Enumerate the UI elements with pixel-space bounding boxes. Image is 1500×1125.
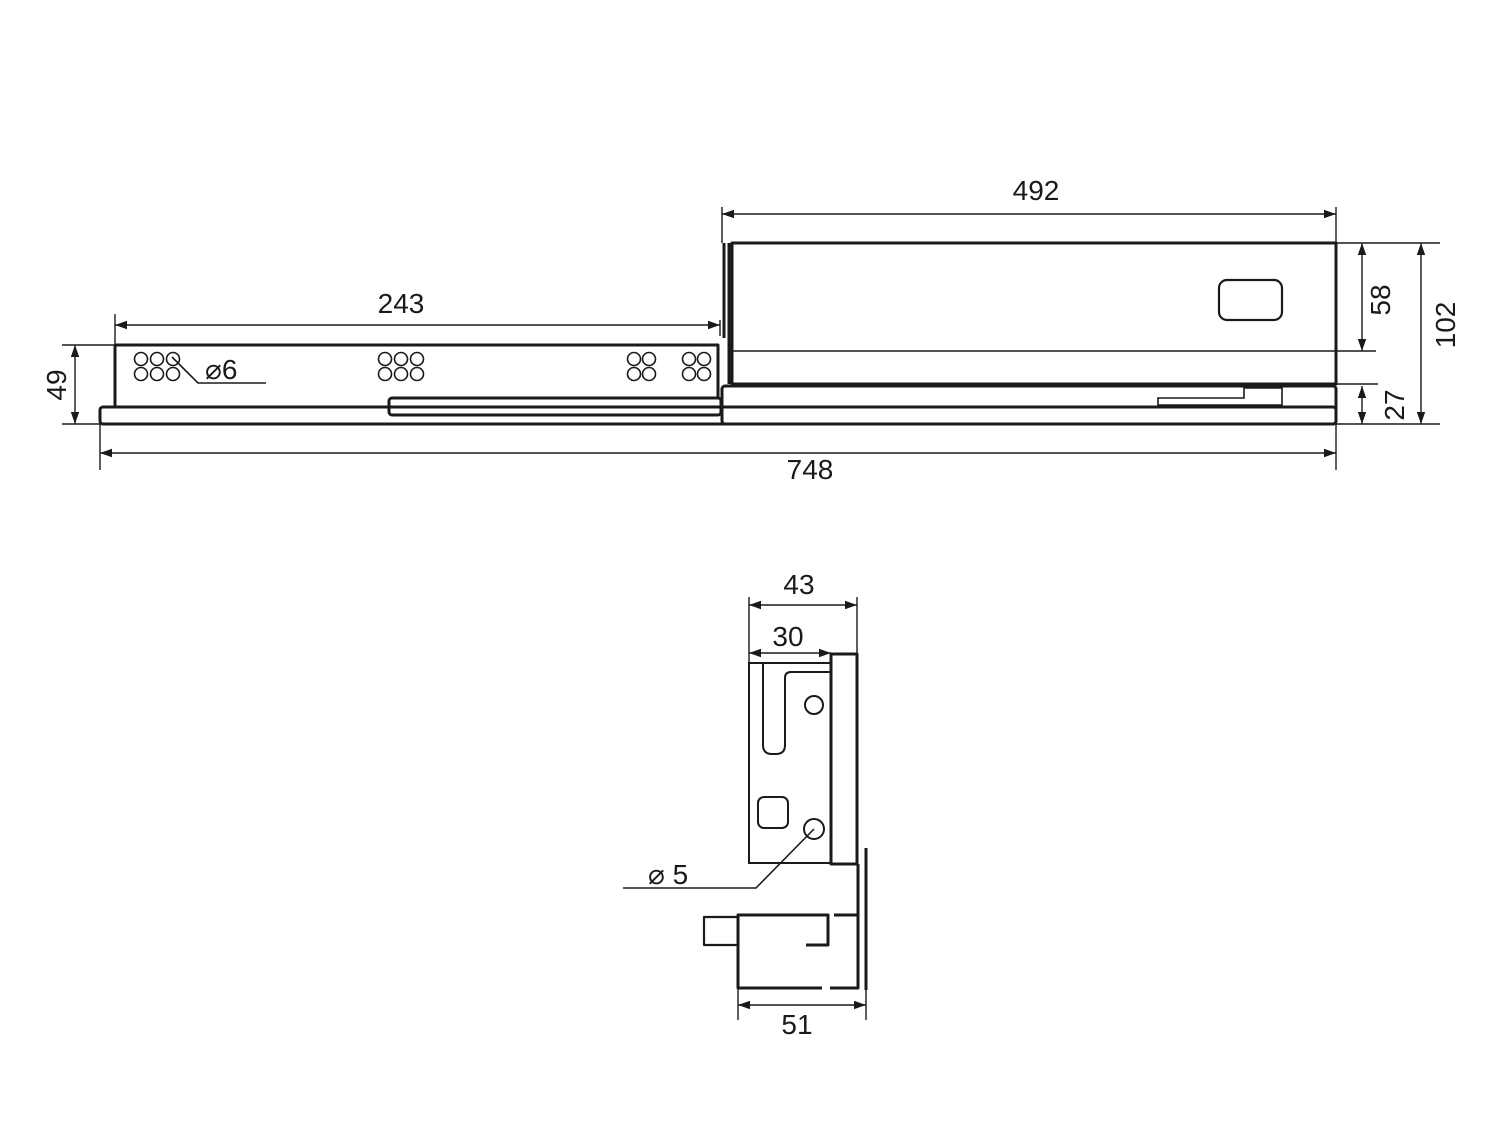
mounting-plate bbox=[748, 662, 831, 864]
rail-profile-outer bbox=[736, 864, 860, 990]
dim-total-length: 748 bbox=[787, 454, 834, 485]
upper-screw-hole bbox=[804, 695, 824, 715]
dim-rail-height: 49 bbox=[41, 369, 72, 400]
drawer-box bbox=[730, 241, 1338, 386]
front-board bbox=[829, 652, 859, 866]
mounting-holes-group-2 bbox=[377, 351, 425, 382]
dim-lower-height: 27 bbox=[1379, 389, 1410, 420]
end-hole-diameter-label: ⌀ 5 bbox=[648, 859, 688, 890]
mounting-holes-group-4 bbox=[681, 351, 712, 382]
square-cutout bbox=[757, 796, 789, 829]
extension-lines bbox=[62, 207, 1440, 470]
hole-diameter-label: ⌀6 bbox=[205, 354, 237, 385]
end-hole-leader bbox=[623, 828, 815, 889]
dim-overall-width: 43 bbox=[783, 569, 814, 600]
lower-latch bbox=[1157, 387, 1283, 406]
side-view: ⌀6 748 492 bbox=[41, 175, 1461, 485]
hole-leader-line bbox=[171, 356, 266, 384]
lower-screw-hole bbox=[803, 818, 825, 840]
dim-base-width: 51 bbox=[781, 1009, 812, 1040]
mounting-holes-group-3 bbox=[626, 351, 657, 382]
drawer-handle-cutout bbox=[1217, 278, 1284, 322]
rail-body bbox=[113, 343, 720, 407]
dim-total-height: 102 bbox=[1430, 302, 1461, 349]
end-view: ⌀ 5 43 30 51 bbox=[623, 569, 868, 1040]
dim-plate-width: 30 bbox=[772, 621, 803, 652]
dim-rail-length: 243 bbox=[378, 288, 425, 319]
dim-drawer-length: 492 bbox=[1013, 175, 1060, 206]
mounting-holes-group-1 bbox=[133, 351, 181, 382]
keyhole-slot bbox=[762, 663, 831, 755]
front-plate bbox=[722, 243, 731, 384]
dim-upper-height: 58 bbox=[1365, 284, 1396, 315]
lower-housing bbox=[720, 384, 1338, 426]
rail-stub bbox=[702, 915, 740, 947]
